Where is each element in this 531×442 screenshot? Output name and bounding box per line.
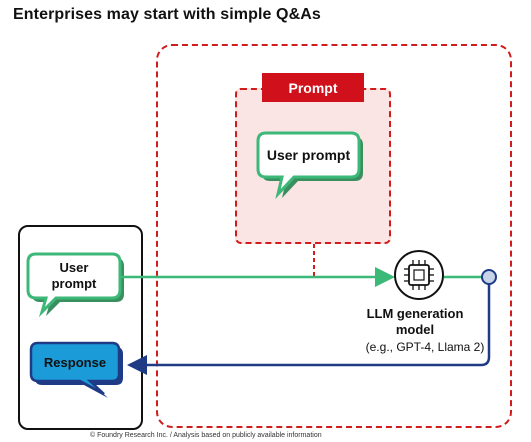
- response-bubble: [29, 341, 123, 398]
- left-user-prompt-line1: User: [59, 260, 89, 275]
- prompt-user-prompt-label: User prompt: [266, 147, 351, 163]
- user-app-box: [18, 225, 143, 430]
- prompt-header: Prompt: [262, 73, 364, 102]
- output-node: [481, 269, 497, 285]
- prompt-user-bubble: [256, 131, 363, 200]
- llm-label: LLM generation model: [340, 306, 490, 338]
- llm-examples: (e.g., GPT-4, Llama 2): [365, 340, 485, 354]
- enterprise-boundary: [156, 44, 512, 428]
- left-user-bubble: [26, 252, 124, 318]
- llm-label-line2: model: [395, 322, 435, 337]
- left-user-prompt-line2: prompt: [51, 276, 97, 291]
- response-label: Response: [43, 354, 107, 370]
- llm-label-line1: LLM generation: [366, 306, 464, 321]
- left-user-prompt-label: User prompt: [28, 258, 120, 294]
- llm-chip-icon: [394, 250, 444, 300]
- page-title: Enterprises may start with simple Q&As: [13, 6, 321, 23]
- footnote: © Foundry Research Inc. / Analysis based…: [90, 432, 322, 439]
